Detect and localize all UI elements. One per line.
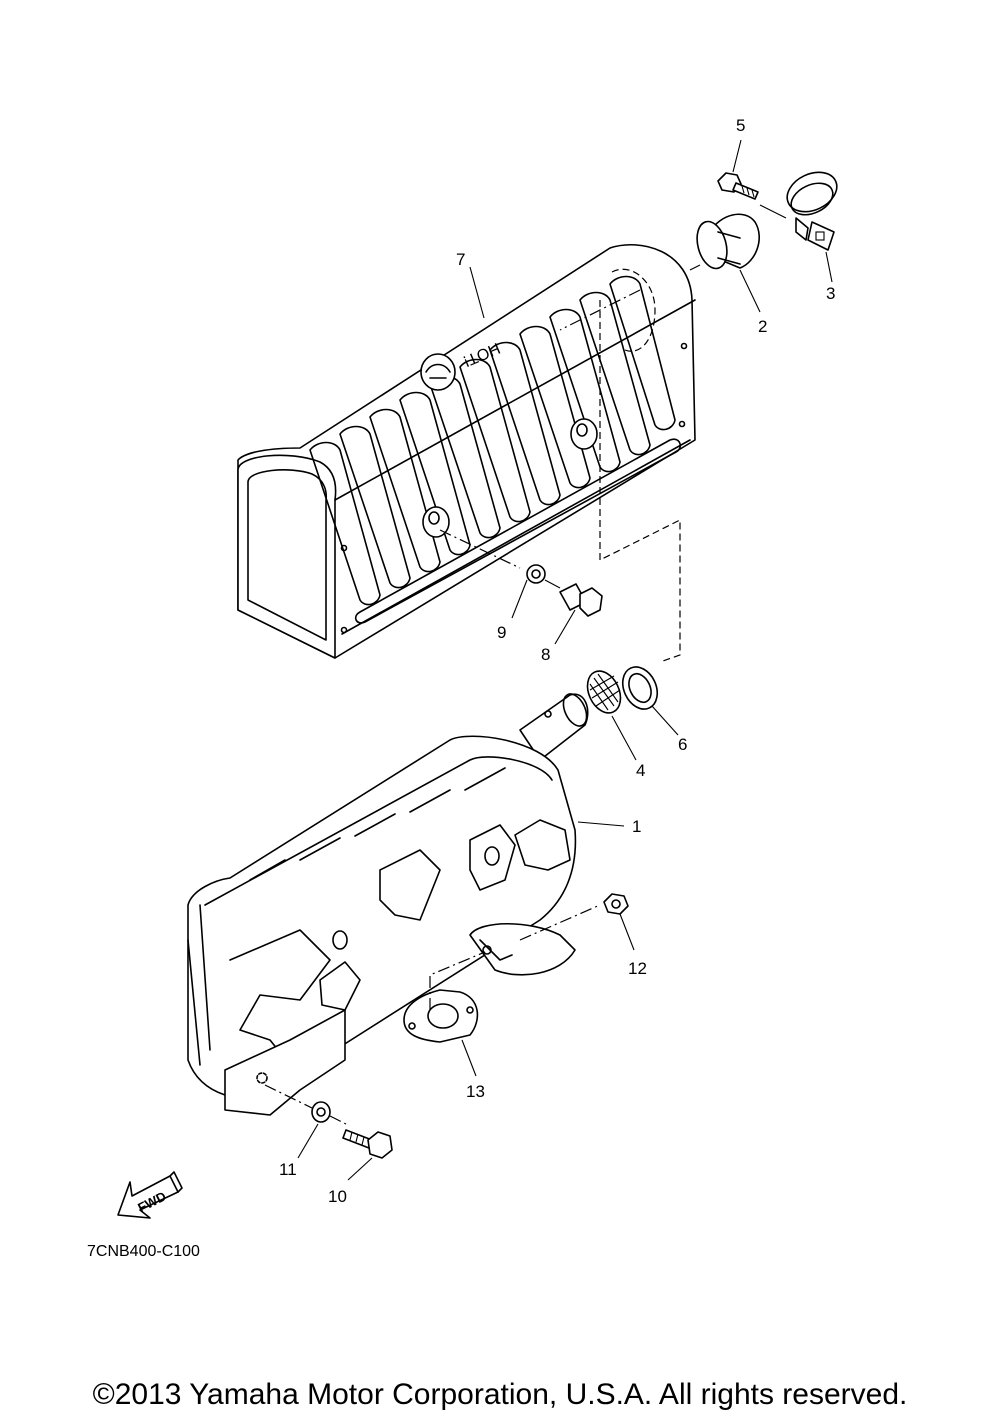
callout-4: 4 <box>636 761 645 780</box>
callout-3: 3 <box>826 284 835 303</box>
bolt-part-10 <box>342 1129 393 1159</box>
callout-1: 1 <box>632 817 641 836</box>
callout-11: 11 <box>279 1160 297 1179</box>
bolt-part-8 <box>559 583 603 617</box>
callout-7: 7 <box>456 250 465 269</box>
bolt-part-5 <box>717 172 759 200</box>
callout-6: 6 <box>678 735 687 754</box>
assembly-lines <box>264 204 787 1125</box>
protector-cover-part-7: HOT! <box>237 244 696 659</box>
screen-part-4 <box>586 670 622 714</box>
tube-part-2 <box>696 213 760 270</box>
hot-warning-icon <box>420 353 456 391</box>
callout-10: 10 <box>328 1187 347 1206</box>
callout-labels: 5 3 2 7 9 8 6 4 1 12 13 11 10 <box>279 116 835 1206</box>
diagram-code: 7CNB400-C100 <box>87 1243 200 1260</box>
leader-lines <box>297 139 833 1181</box>
callout-9: 9 <box>497 623 506 642</box>
callout-13: 13 <box>466 1082 485 1101</box>
washer-part-11 <box>311 1101 331 1123</box>
gasket-part-13 <box>403 989 479 1043</box>
gasket-part-6 <box>621 666 659 710</box>
nut-part-12 <box>603 893 629 915</box>
callout-8: 8 <box>541 645 550 664</box>
fwd-arrow-icon: FWD <box>117 1171 183 1219</box>
callout-5: 5 <box>736 116 745 135</box>
washer-part-9 <box>526 564 546 584</box>
callout-12: 12 <box>628 959 647 978</box>
copyright-notice: ©2013 Yamaha Motor Corporation, U.S.A. A… <box>92 1378 908 1411</box>
muffler-part-1 <box>187 693 589 1116</box>
clamp-part-3 <box>786 171 838 251</box>
callout-2: 2 <box>758 317 767 336</box>
